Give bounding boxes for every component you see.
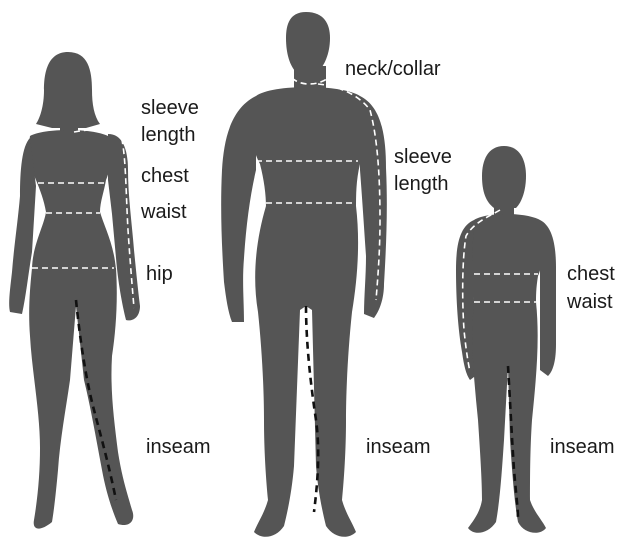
man-head [286, 12, 330, 72]
man-length-label: length [394, 173, 449, 195]
child-inseam-label: inseam [550, 436, 614, 458]
man-left-arm [221, 96, 256, 322]
child-figure [456, 146, 556, 533]
man-torso [251, 87, 367, 208]
child-torso [467, 214, 544, 304]
man-figure [221, 12, 387, 537]
child-labels: chest waist inseam [550, 263, 615, 458]
child-neck [494, 202, 514, 216]
woman-length-label: length [141, 124, 196, 146]
child-head [482, 146, 526, 208]
man-right-arm [360, 96, 387, 318]
woman-waist-label: waist [140, 201, 187, 223]
child-right-arm [540, 220, 556, 376]
woman-hair [36, 52, 100, 128]
child-waist-label: waist [566, 291, 613, 313]
child-chest-label: chest [567, 263, 615, 285]
woman-legs [29, 268, 133, 529]
child-legs [468, 302, 546, 533]
woman-inseam-label: inseam [146, 436, 210, 458]
woman-labels: sleeve length chest waist hip inseam [140, 97, 210, 458]
man-legs [254, 206, 358, 537]
man-sleeve-label: sleeve [394, 146, 452, 168]
man-neck-label: neck/collar [345, 58, 441, 80]
woman-figure [9, 52, 140, 529]
woman-chest-label: chest [141, 165, 189, 187]
man-inseam-label: inseam [366, 436, 430, 458]
woman-torso [29, 130, 116, 270]
woman-sleeve-label: sleeve [141, 97, 199, 119]
woman-hip-label: hip [146, 263, 173, 285]
